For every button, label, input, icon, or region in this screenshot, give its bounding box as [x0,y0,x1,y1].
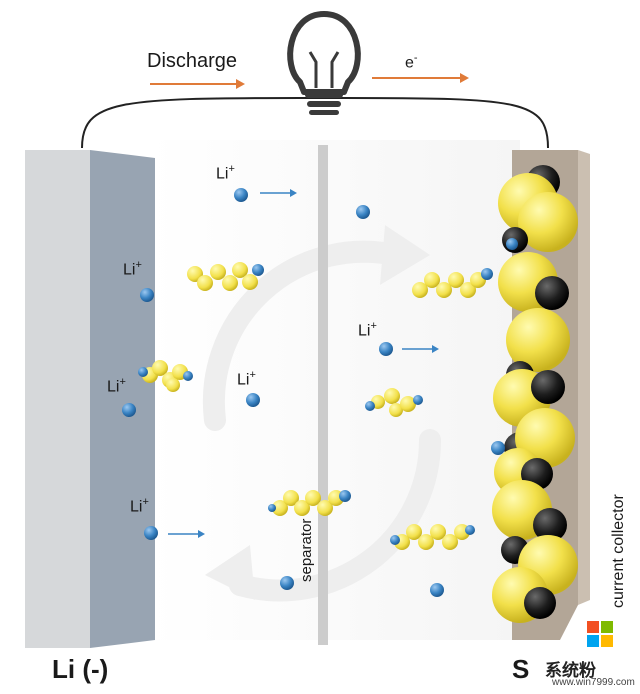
li-ion-label: Li+ [130,496,149,516]
ion-arrows [168,189,439,538]
separator-label: separator [298,518,315,582]
lithium-ions [122,188,518,597]
watermark-logo [587,621,613,647]
separator [318,145,328,645]
electron-label: e- [405,52,418,72]
li-ion-label: Li+ [107,376,126,396]
anode-face [90,150,155,648]
li-ion-label: Li+ [216,163,235,183]
cathode-particles [492,165,578,623]
polysulfide-chain [412,268,493,298]
li-ion-label: Li+ [237,369,256,389]
polysulfide-chain [268,490,351,516]
watermark-url: www.win7999.com [552,677,635,688]
polysulfide-chain [390,524,475,550]
discharge-arrow [150,79,245,89]
electron-symbol: e [405,54,414,72]
electron-charge: - [413,52,418,64]
anode-side [25,150,90,648]
li-ion-label: Li+ [358,320,377,340]
electron-flow-arrow [372,73,469,83]
cycle-arrowhead-top [380,225,430,285]
cycle-arrows [202,240,442,602]
polysulfide-chain [365,388,423,417]
li-ion-label: Li+ [123,259,142,279]
cycle-arrowhead-bottom [205,545,255,600]
current-collector-label: current collector [610,494,627,608]
external-wire [81,97,549,149]
watermark-text: 系统粉 [545,661,596,680]
polysulfide-chain [187,262,264,291]
discharge-label: Discharge [147,50,238,72]
polysulfide-chain [138,360,193,392]
light-bulb-icon [287,11,361,115]
cathode-label: S [512,654,530,684]
current-collector-edge [578,150,590,605]
anode-label: Li (-) [52,654,109,684]
